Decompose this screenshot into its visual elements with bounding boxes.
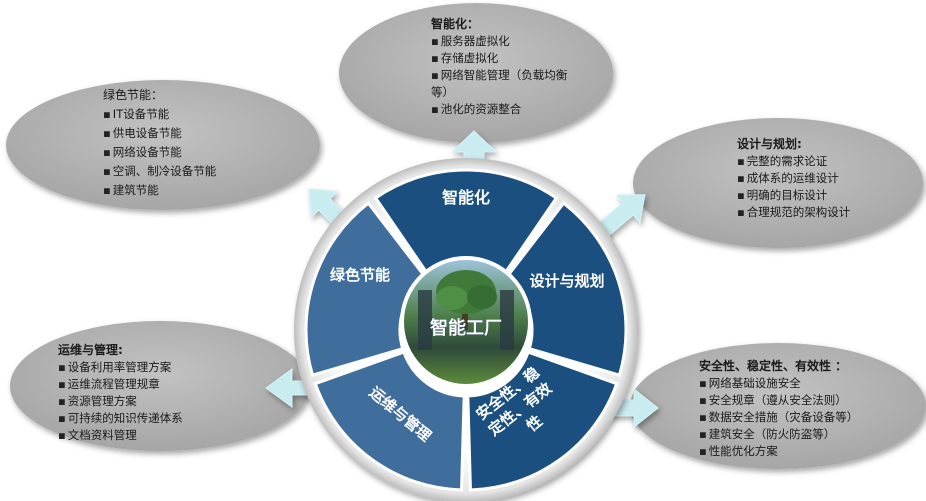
arrow-up-right (594, 194, 646, 239)
bubble-green: 绿色节能： IT设备节能 供电设备节能 网络设备节能 空调、制冷设备节能 建筑节… (103, 86, 273, 200)
list-item: IT设备节能 (103, 105, 273, 124)
list-item: 数据安全措施（灾备设备等） (699, 409, 899, 426)
list-item: 文档资料管理 (58, 427, 258, 444)
list-item: 可持续的知识传递体系 (58, 410, 258, 427)
list-item: 建筑安全（防火防盗等） (699, 426, 899, 443)
list-item: 网络智能管理（负载均衡等） (431, 67, 571, 101)
list-item: 服务器虚拟化 (431, 33, 571, 50)
bubble-security: 安全性、稳定性、有效性 ： 网络基础设施安全 安全规章（遵从安全法则） 数据安全… (699, 358, 899, 460)
list-item: 成体系的运维设计 (737, 170, 907, 187)
list-item: 完整的需求论证 (737, 153, 907, 170)
bubble-green-title: 绿色节能： (103, 88, 164, 102)
list-item: 设备利用率管理方案 (58, 359, 258, 376)
bubble-green-list: IT设备节能 供电设备节能 网络设备节能 空调、制冷设备节能 建筑节能 (103, 105, 273, 200)
list-item: 供电设备节能 (103, 124, 273, 143)
segment-label-right: 设计与规划 (529, 272, 604, 290)
bubble-design-list: 完整的需求论证 成体系的运维设计 明确的目标设计 合理规范的架构设计 (737, 153, 907, 221)
list-item: 性能优化方案 (699, 443, 899, 460)
bubble-ops-title: 运维与管理: (58, 343, 123, 357)
segment-label-left: 绿色节能 (330, 266, 390, 284)
center-label: 智能工厂 (430, 317, 502, 339)
segment-bottom-right (466, 350, 619, 492)
list-item: 网络基础设施安全 (699, 375, 899, 392)
list-item: 网络设备节能 (103, 143, 273, 162)
segment-bottom-left (313, 350, 466, 492)
segments (304, 168, 628, 492)
bubble-design: 设计与规划: 完整的需求论证 成体系的运维设计 明确的目标设计 合理规范的架构设… (737, 136, 907, 221)
list-item: 建筑节能 (103, 181, 273, 200)
list-item: 运维流程管理规章 (58, 376, 258, 393)
list-item: 合理规范的架构设计 (737, 204, 907, 221)
bubble-ops-list: 设备利用率管理方案 运维流程管理规章 资源管理方案 可持续的知识传递体系 文档资… (58, 359, 258, 444)
list-item: 明确的目标设计 (737, 187, 907, 204)
list-item: 空调、制冷设备节能 (103, 162, 273, 181)
bubble-intelligent-list: 服务器虚拟化 存储虚拟化 网络智能管理（负载均衡等） 池化的资源整合 (431, 33, 571, 118)
tree-icon (418, 270, 514, 350)
segment-label-top: 智能化 (442, 188, 490, 207)
bubble-security-list: 网络基础设施安全 安全规章（遵从安全法则） 数据安全措施（灾备设备等） 建筑安全… (699, 375, 899, 460)
list-item: 池化的资源整合 (431, 101, 571, 118)
bubble-intelligent-title: 智能化： (431, 17, 480, 31)
bubble-ops: 运维与管理: 设备利用率管理方案 运维流程管理规章 资源管理方案 可持续的知识传… (58, 342, 258, 444)
list-item: 存储虚拟化 (431, 50, 571, 67)
bubble-intelligent: 智能化： 服务器虚拟化 存储虚拟化 网络智能管理（负载均衡等） 池化的资源整合 (431, 16, 571, 118)
list-item: 资源管理方案 (58, 393, 258, 410)
bubble-design-title: 设计与规划: (737, 137, 802, 151)
list-item: 安全规章（遵从安全法则） (699, 392, 899, 409)
bubble-security-title: 安全性、稳定性、有效性 ： (699, 359, 848, 373)
